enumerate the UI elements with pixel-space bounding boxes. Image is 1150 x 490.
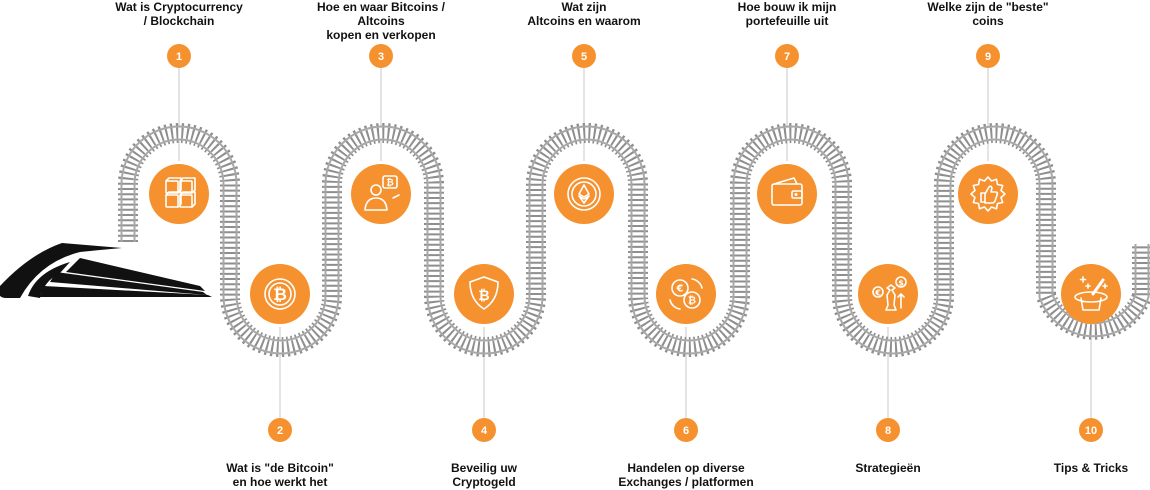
thumbs-up-badge-icon	[970, 176, 1006, 212]
step-label-line: en hoe werkt het	[232, 475, 328, 489]
step-circle	[351, 164, 411, 224]
train-logo-icon	[0, 243, 212, 298]
train-stripe	[0, 243, 122, 298]
step-label-line: / Blockchain	[143, 14, 215, 28]
step-number-badge: 2	[268, 418, 292, 442]
step-number: 3	[378, 51, 384, 63]
step-label-line: Cryptogeld	[452, 475, 516, 489]
train-stripe	[40, 286, 212, 297]
ethereum-coin-icon	[567, 177, 601, 211]
step-number: 1	[176, 51, 182, 63]
step-label-line: Strategieën	[855, 461, 921, 475]
svg-text:₿: ₿	[478, 288, 489, 304]
step-8[interactable]: €$8	[858, 264, 918, 442]
step-number-badge: 4	[472, 418, 496, 442]
step-6[interactable]: €₿6	[656, 264, 716, 442]
blockchain-cubes-icon	[165, 177, 196, 208]
step-number: 5	[581, 51, 587, 63]
step-label-line: Beveilig uw	[450, 461, 518, 475]
step-circle	[250, 264, 310, 324]
step-number: 6	[683, 425, 689, 437]
trader-presenting-icon: ₿	[364, 175, 400, 211]
step-label-line: Wat zijn	[561, 0, 607, 14]
svg-text:₿: ₿	[386, 178, 393, 189]
step-label-line: Handelen op diverse	[627, 461, 745, 475]
step-label: Wat is "de Bitcoin"en hoe werkt het	[195, 461, 365, 489]
wallet-icon	[771, 177, 803, 206]
bitcoin-coin-icon: ₿	[264, 278, 296, 310]
step-label-line: Welke zijn de "beste"	[927, 0, 1049, 14]
step-circle	[149, 164, 209, 224]
step-9[interactable]: 9	[958, 44, 1018, 224]
step-number: 2	[277, 425, 283, 437]
step-label-line: Wat is "de Bitcoin"	[226, 461, 334, 475]
step-label: Wat is Cryptocurrency/ Blockchain	[94, 0, 264, 28]
train-stripe	[28, 262, 70, 298]
step-number: 7	[784, 51, 790, 63]
step-label-line: coins	[972, 14, 1004, 28]
step-number: 9	[985, 51, 991, 63]
step-circle	[958, 164, 1018, 224]
step-number-badge: 5	[572, 44, 596, 68]
step-number-badge: 6	[674, 418, 698, 442]
step-label-line: portefeuille uit	[745, 14, 829, 28]
bitcoin-shield-icon: ₿	[469, 276, 499, 310]
svg-text:€: €	[676, 284, 684, 295]
train-stripe	[50, 272, 207, 295]
train-stripe	[66, 258, 205, 291]
step-number-badge: 9	[976, 44, 1000, 68]
step-2[interactable]: ₿2	[250, 264, 310, 442]
step-label: Welke zijn de "beste"coins	[903, 0, 1073, 28]
step-5[interactable]: 5	[554, 44, 614, 224]
step-label-line: Tips & Tricks	[1053, 461, 1129, 475]
step-4[interactable]: ₿4	[454, 264, 514, 442]
step-7[interactable]: 7	[757, 44, 817, 224]
svg-text:₿: ₿	[273, 285, 287, 305]
step-number-badge: 10	[1079, 418, 1103, 442]
step-label-line: Exchanges / platformen	[618, 475, 754, 489]
step-label: Strategieën	[803, 461, 973, 475]
step-1[interactable]: 1	[149, 44, 209, 224]
step-label-line: Altcoins en waarom	[527, 14, 641, 28]
step-number-badge: 1	[167, 44, 191, 68]
step-label-line: Hoe bouw ik mijn	[737, 0, 837, 14]
step-circle	[757, 164, 817, 224]
svg-text:$: $	[898, 279, 904, 288]
svg-text:₿: ₿	[688, 295, 696, 307]
step-number: 8	[885, 425, 891, 437]
step-label-line: kopen en verkopen	[326, 28, 436, 42]
step-circle	[554, 164, 614, 224]
magic-hat-icon	[1074, 276, 1108, 311]
step-number-badge: 8	[876, 418, 900, 442]
railway-track	[118, 123, 1150, 357]
chess-strategy-icon: €$	[872, 276, 907, 311]
step-label-line: Hoe en waar Bitcoins / Altcoins	[316, 0, 446, 28]
step-number: 4	[481, 425, 488, 437]
step-label: Tips & Tricks	[1006, 461, 1150, 475]
step-circle	[454, 264, 514, 324]
step-10[interactable]: 10	[1061, 264, 1121, 442]
step-3[interactable]: ₿3	[351, 44, 411, 224]
step-number-badge: 3	[369, 44, 393, 68]
step-number: 10	[1085, 425, 1097, 437]
step-label-line: Wat is Cryptocurrency	[115, 0, 243, 14]
step-circle	[1061, 264, 1121, 324]
step-number-badge: 7	[775, 44, 799, 68]
currency-exchange-icon: €₿	[669, 278, 703, 310]
track-ties	[122, 127, 1148, 353]
svg-text:€: €	[874, 289, 881, 298]
